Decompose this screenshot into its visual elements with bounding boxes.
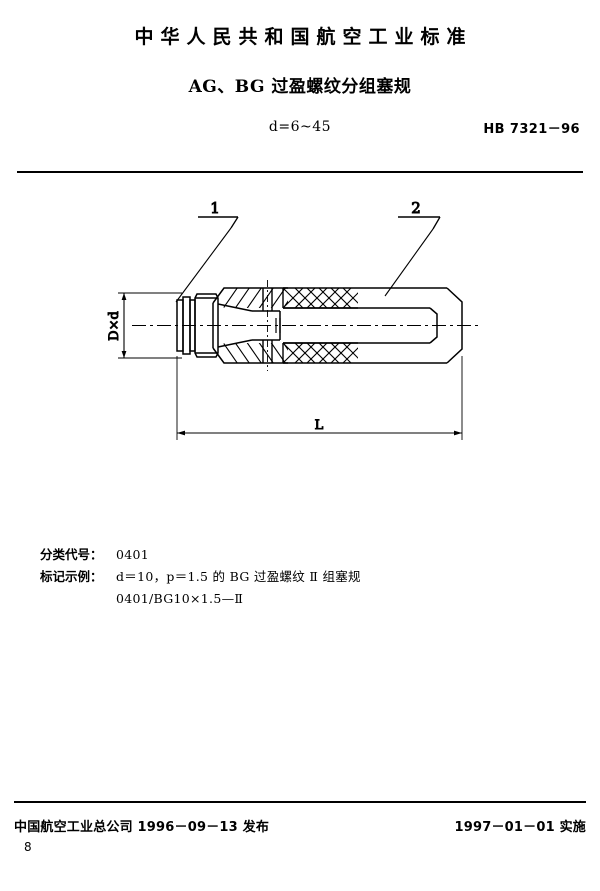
length-dimension-label: L <box>315 418 324 433</box>
effective-date: 1997－01－01 实施 <box>454 820 586 835</box>
knurl-pattern-bottom <box>283 343 358 363</box>
standard-number: HB 7321－96 <box>483 122 580 137</box>
marking-example-code: 0401/BG10×1.5—Ⅱ <box>116 591 244 606</box>
callout-1-leader <box>175 216 239 303</box>
classification-row: 分类代号： 0401 <box>40 544 520 566</box>
callout-1-label: 1 <box>210 199 220 217</box>
callout-2-leader <box>384 216 441 297</box>
marking-example-row: 标记示例： d＝10，p＝1.5 的 BG 过盈螺纹 Ⅱ 组塞规 <box>40 566 520 588</box>
notes-block: 分类代号： 0401 标记示例： d＝10，p＝1.5 的 BG 过盈螺纹 Ⅱ … <box>40 544 520 610</box>
page-number: 8 <box>24 840 32 854</box>
length-dimension <box>176 356 463 440</box>
issuer-and-release-date: 中国航空工业总公司 1996－09－13 发布 <box>14 820 270 835</box>
header-divider-rule <box>17 171 583 173</box>
diameter-dimension-label: D×d <box>107 311 122 341</box>
marking-example-label: 标记示例： <box>40 569 103 584</box>
diameter-dimension <box>118 292 182 359</box>
size-range-label: d=6~45 <box>268 119 332 135</box>
callout-2-label: 2 <box>411 199 421 217</box>
document-title: AG、BG 过盈螺纹分组塞规 <box>188 77 412 97</box>
knurl-pattern-top <box>283 288 358 308</box>
groove-marks <box>262 288 281 363</box>
classification-label: 分类代号： <box>40 547 103 562</box>
marking-example-value: d＝10，p＝1.5 的 BG 过盈螺纹 Ⅱ 组塞规 <box>116 569 361 584</box>
technical-drawing: 1 2 D×d <box>0 180 600 480</box>
gauge-handle <box>283 287 463 364</box>
organization-heading: 中华人民共和国航空工业标准 <box>134 26 473 48</box>
plug-gauge-drawing-svg: 1 2 D×d <box>107 199 478 440</box>
classification-value: 0401 <box>116 547 150 562</box>
footer-divider-rule <box>14 801 586 803</box>
